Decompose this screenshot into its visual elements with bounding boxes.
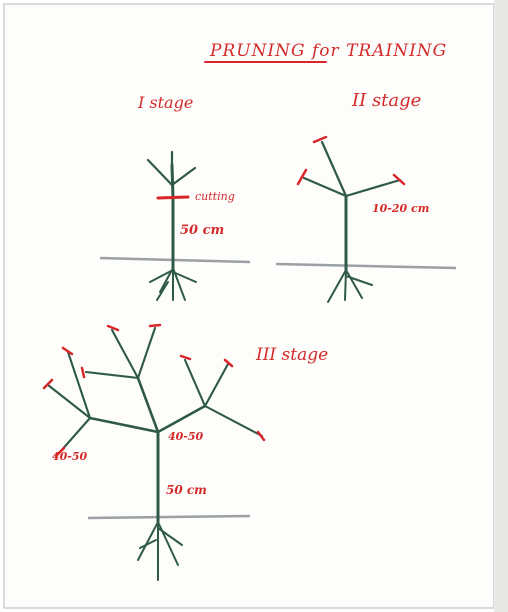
stage-1-roots [149, 267, 197, 301]
stage-2-roots [327, 269, 373, 303]
stage-3-roots [137, 521, 183, 581]
stage-3-label: III stage [255, 345, 328, 365]
stage-1-label: I stage [137, 93, 193, 112]
stage-1-ground-line [99, 256, 251, 264]
stage-3-center-annotation: 40-50 [168, 430, 204, 443]
stage-3: III stage 40-50 40-50 50 cm [42, 323, 328, 581]
stage-2-branches [302, 140, 402, 198]
stage-2-height-annotation: 10-20 cm [372, 202, 429, 215]
stage-3-cut-marks [42, 323, 266, 458]
page-title: PRUNING for TRAINING [209, 41, 447, 61]
stage-2-label: II stage [351, 90, 421, 111]
stage-2-cut-marks [296, 135, 406, 186]
stage-2: II stage 10-20 cm [275, 90, 457, 303]
stage-1-height-annotation: 50 cm [180, 223, 224, 238]
stage-1-cut-mark [156, 195, 190, 200]
stage-3-secondary-branches [46, 326, 264, 454]
stage-2-ground-line [275, 262, 457, 270]
stage-1-trunk [170, 163, 175, 270]
stage-1: I stage cutting 50 cm [99, 93, 251, 301]
stage-3-height-annotation: 50 cm [166, 483, 207, 497]
stage-1-shoots [146, 150, 197, 187]
stage-3-primary-branches [88, 376, 207, 434]
page-edge [494, 0, 508, 612]
page-frame [3, 3, 495, 609]
stage-3-left-annotation: 40-50 [52, 450, 88, 463]
stage-3-ground-line [87, 514, 251, 520]
stage-1-cut-annotation: cutting [195, 190, 235, 203]
